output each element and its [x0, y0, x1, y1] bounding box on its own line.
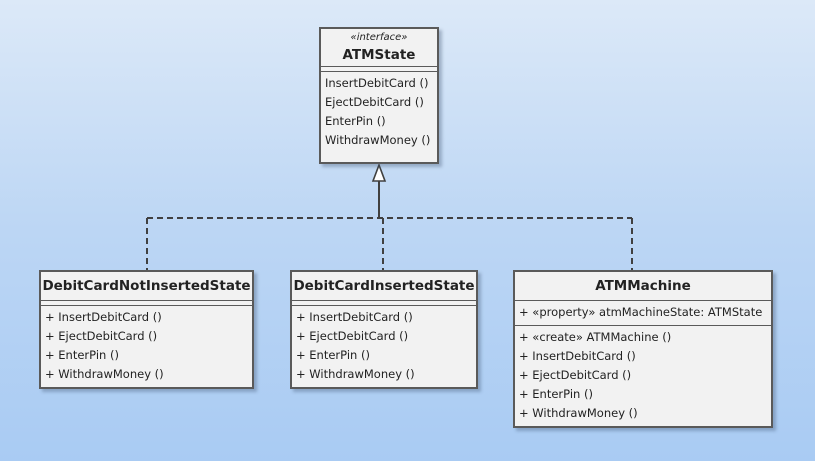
operations-compartment: InsertDebitCard () EjectDebitCard () Ent…	[321, 72, 437, 153]
realization-arrowhead	[371, 162, 387, 182]
operation: + EnterPin ()	[519, 387, 593, 401]
operation: + InsertDebitCard ()	[45, 310, 162, 324]
class-header: «interface» ATMState	[321, 29, 437, 67]
class-header: ATMMachine	[515, 272, 771, 301]
operation: InsertDebitCard ()	[325, 76, 429, 90]
class-atmmachine[interactable]: ATMMachine + «property» atmMachineState:…	[513, 270, 773, 428]
class-header: DebitCardInsertedState	[292, 272, 476, 301]
operation: + WithdrawMoney ()	[519, 406, 638, 420]
attributes-compartment: + «property» atmMachineState: ATMState	[515, 301, 771, 326]
operation: + «create» ATMMachine ()	[519, 330, 672, 344]
operation: EnterPin ()	[325, 114, 386, 128]
attributes-compartment	[321, 67, 437, 72]
attribute: + «property» atmMachineState: ATMState	[519, 305, 763, 319]
operation: EjectDebitCard ()	[325, 95, 424, 109]
class-atmstate-interface[interactable]: «interface» ATMState InsertDebitCard () …	[319, 27, 439, 164]
class-debitcardnotinsertedstate[interactable]: DebitCardNotInsertedState + InsertDebitC…	[39, 270, 254, 389]
class-debitcardinsertedstate[interactable]: DebitCardInsertedState + InsertDebitCard…	[290, 270, 478, 389]
operations-compartment: + InsertDebitCard () + EjectDebitCard ()…	[292, 306, 476, 387]
class-name: DebitCardInsertedState	[293, 278, 475, 294]
class-name: ATMMachine	[595, 278, 691, 294]
attributes-compartment	[292, 301, 476, 306]
class-name: ATMState	[342, 47, 416, 63]
operation: + InsertDebitCard ()	[296, 310, 413, 324]
operation: + WithdrawMoney ()	[45, 367, 164, 381]
operation: + EjectDebitCard ()	[519, 368, 632, 382]
operations-compartment: + «create» ATMMachine () + InsertDebitCa…	[515, 326, 771, 426]
operation: WithdrawMoney ()	[325, 133, 431, 147]
operation: + EjectDebitCard ()	[45, 329, 158, 343]
operation: + InsertDebitCard ()	[519, 349, 636, 363]
attributes-compartment	[41, 301, 252, 306]
class-name: DebitCardNotInsertedState	[42, 278, 251, 294]
operation: + EjectDebitCard ()	[296, 329, 409, 343]
interface-stereotype: «interface»	[350, 32, 408, 43]
class-header: DebitCardNotInsertedState	[41, 272, 252, 301]
operation: + EnterPin ()	[296, 348, 370, 362]
operation: + WithdrawMoney ()	[296, 367, 415, 381]
operations-compartment: + InsertDebitCard () + EjectDebitCard ()…	[41, 306, 252, 387]
operation: + EnterPin ()	[45, 348, 119, 362]
